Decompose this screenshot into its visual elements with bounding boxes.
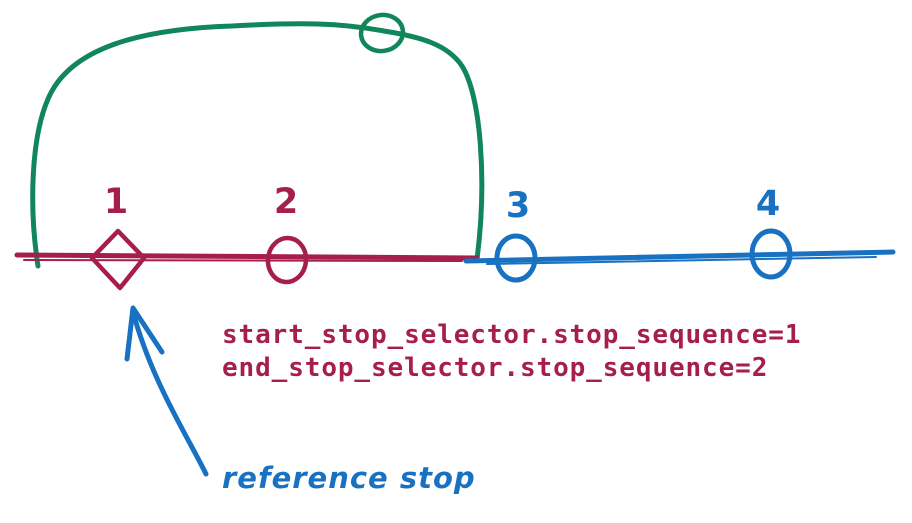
stop3-sequence-label: 3 — [505, 186, 531, 226]
reference-stop-arrow-shaft — [130, 309, 209, 477]
start-stop-selector-line: start_stop_selector.stop_sequence=1 — [222, 320, 802, 350]
loop-midpoint-circle — [358, 12, 406, 54]
start-segment-line-overstroke — [23, 259, 463, 262]
stop-selector-annotation: start_stop_selector.stop_sequence=1 end_… — [222, 319, 801, 385]
stop4-circle-marker — [749, 228, 793, 280]
stop2-circle-marker — [265, 235, 309, 285]
start-segment-line — [14, 252, 480, 261]
green-loop-path — [30, 21, 485, 269]
stop4-sequence-label: 4 — [755, 184, 781, 224]
stop1-sequence-label: 1 — [103, 182, 129, 222]
stop3-circle-marker — [494, 233, 538, 283]
end-segment-line-overstroke — [486, 256, 877, 265]
stop2-sequence-label: 2 — [273, 182, 299, 222]
reference-stop-label: reference stop — [222, 461, 476, 495]
reference-stop-arrowhead — [124, 305, 165, 362]
stop1-diamond-marker — [89, 228, 147, 291]
end-stop-selector-line: end_stop_selector.stop_sequence=2 — [222, 353, 769, 383]
